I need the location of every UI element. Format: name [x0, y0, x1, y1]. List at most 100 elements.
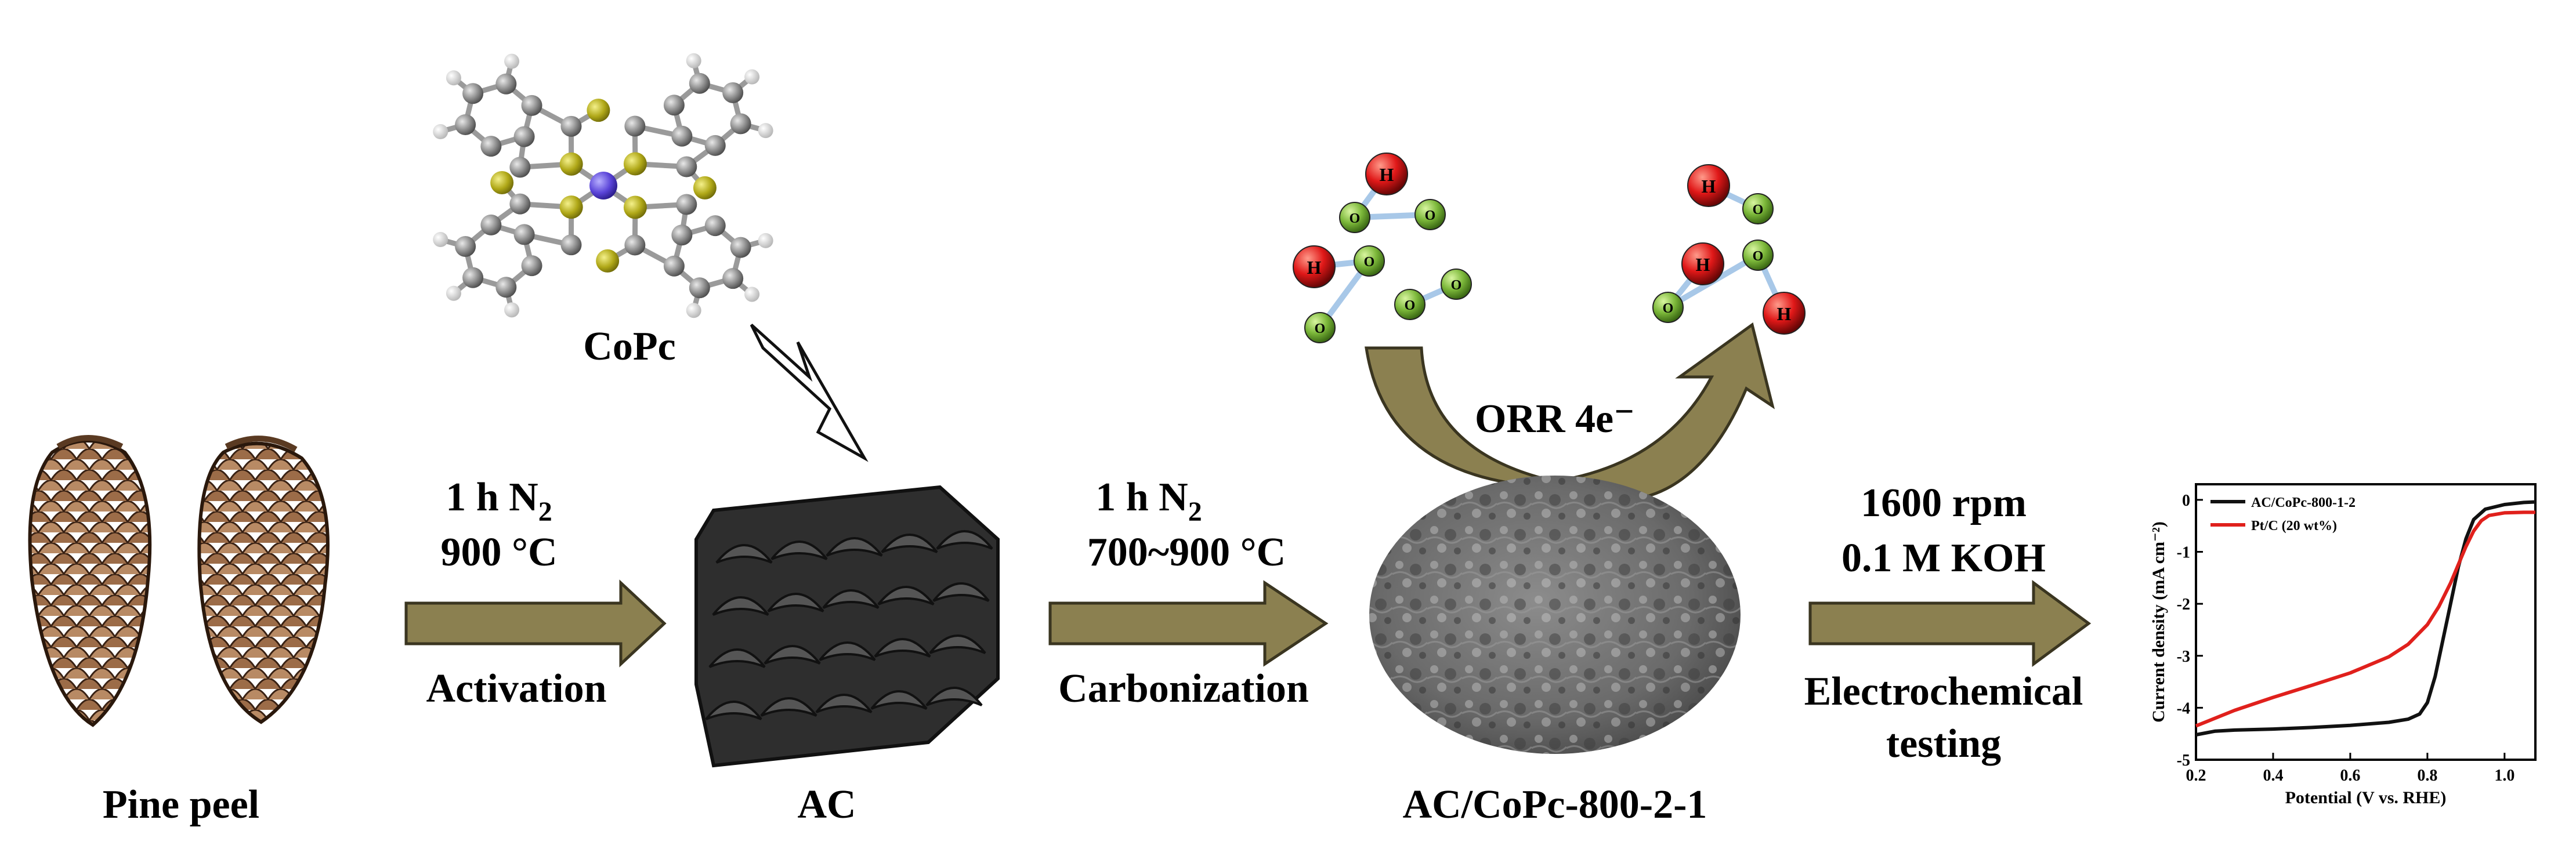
h-atom: [1293, 245, 1336, 288]
h-atom: [1763, 292, 1806, 335]
activation-label: Activation: [426, 666, 606, 711]
atom-letter: O: [1349, 211, 1361, 226]
testing-label: testing: [1886, 721, 2001, 766]
ac-surface-bump: [767, 593, 824, 612]
atom-letter: H: [1380, 164, 1394, 185]
ac-label: AC: [797, 782, 856, 827]
atom-letter: H: [1307, 257, 1322, 278]
sem-image: [1369, 476, 1741, 754]
molecule-atom: [730, 113, 751, 135]
molecule-atom: [490, 171, 514, 195]
o-atom: [1652, 292, 1684, 323]
o-atom: [1394, 289, 1426, 320]
molecule-atom: [480, 214, 502, 235]
x-tick-label: 0.4: [2263, 767, 2283, 785]
molecule-atom: [504, 53, 520, 69]
y-tick-label: -2: [2177, 596, 2190, 614]
ac-surface-bump: [708, 648, 766, 668]
molecule-atom: [559, 195, 583, 219]
molecule-atom: [509, 157, 531, 178]
molecule-atom: [623, 195, 647, 219]
atom-letter: O: [1405, 298, 1416, 313]
molecule-atom: [624, 115, 646, 137]
molecule-atom: [446, 70, 461, 86]
ac-surface-bump: [760, 697, 817, 717]
y-axis-label: Current density (mA cm⁻²): [2149, 521, 2168, 723]
plot-frame: [2195, 483, 2537, 761]
atom-letter: O: [1451, 278, 1462, 293]
carbonization-label: Carbonization: [1058, 666, 1309, 711]
x-tick-label: 0.8: [2417, 767, 2437, 785]
molecule-atom: [513, 126, 535, 147]
copc-molecule: [433, 53, 773, 318]
series-line-1: [2195, 500, 2536, 737]
molecule-atom: [704, 215, 726, 237]
molecule-atom: [676, 194, 697, 215]
molecule-atom: [462, 267, 484, 288]
legend-label: AC/CoPc-800-1-2: [2251, 495, 2356, 510]
molecule-atom: [455, 236, 476, 257]
o-atom: [1414, 199, 1446, 230]
molecule-atom: [671, 224, 693, 246]
o-atom: [1304, 312, 1336, 343]
molecule-atom: [596, 249, 620, 273]
ac-carbon-block: [694, 485, 1000, 768]
molecule-atom: [722, 82, 744, 103]
molecule-atom: [758, 123, 773, 139]
molecule-atom: [495, 277, 517, 298]
atom-letter: O: [1425, 208, 1436, 223]
pine-peel-image: [28, 435, 330, 727]
y-tick-label: -5: [2177, 752, 2190, 770]
orr-label: ORR 4e⁻: [1475, 397, 1635, 441]
ac-surface-bump: [815, 694, 873, 713]
molecule-atom: [686, 303, 701, 318]
ac-surface-bump: [929, 634, 986, 654]
atom-letter: O: [1663, 301, 1674, 316]
copc-label: CoPc: [583, 324, 675, 369]
molecule-atom: [513, 224, 535, 245]
molecule-atom: [722, 268, 744, 289]
ac-surface-bump: [770, 541, 828, 560]
series-line-2: [2195, 510, 2535, 728]
ac-surface-bump: [819, 641, 876, 661]
step3-rpm-label: 1600 rpm: [1861, 481, 2027, 525]
atom-letter: O: [1364, 255, 1375, 270]
ac-surface-bump: [870, 690, 928, 710]
y-tick-label: 0: [2182, 492, 2190, 510]
molecule-atom: [744, 286, 760, 302]
o-atom: [1742, 240, 1774, 271]
step1-gas-label: 1 h N2: [446, 475, 552, 527]
legend-label: Pt/C (20 wt%): [2251, 518, 2337, 534]
molecule-atom: [663, 255, 685, 277]
molecule-atom: [689, 277, 710, 299]
molecule-atom: [446, 285, 461, 301]
ac-surface-bump: [874, 638, 931, 658]
molecule-atom: [589, 172, 617, 200]
ac-surface-bump: [925, 687, 983, 706]
y-tick-label: -4: [2177, 699, 2190, 717]
molecule-atom: [744, 69, 760, 85]
atom-letter: O: [1315, 321, 1326, 336]
electrochemical-label: Electrochemical: [1804, 669, 2083, 714]
ac-surface-bump: [712, 596, 769, 616]
o-atom: [1742, 193, 1774, 224]
molecule-atom: [462, 83, 484, 104]
atom-letter: O: [1753, 249, 1764, 264]
molecule-atom: [504, 302, 520, 318]
molecule-atom: [521, 95, 542, 116]
ac-surface-bump: [877, 586, 935, 605]
molecule-atom: [671, 125, 693, 147]
x-axis-label: Potential (V vs. RHE): [2285, 788, 2447, 807]
molecule-atom: [560, 234, 582, 256]
molecule-atom: [686, 53, 701, 68]
molecule-atom: [730, 237, 751, 258]
ac-surface-bump: [715, 544, 773, 564]
x-tick-label: 0.6: [2340, 767, 2360, 785]
atom-letter: H: [1777, 303, 1792, 324]
molecule-atom: [623, 152, 647, 176]
h-atom: [1365, 153, 1408, 195]
x-tick-label: 1.0: [2494, 767, 2515, 785]
